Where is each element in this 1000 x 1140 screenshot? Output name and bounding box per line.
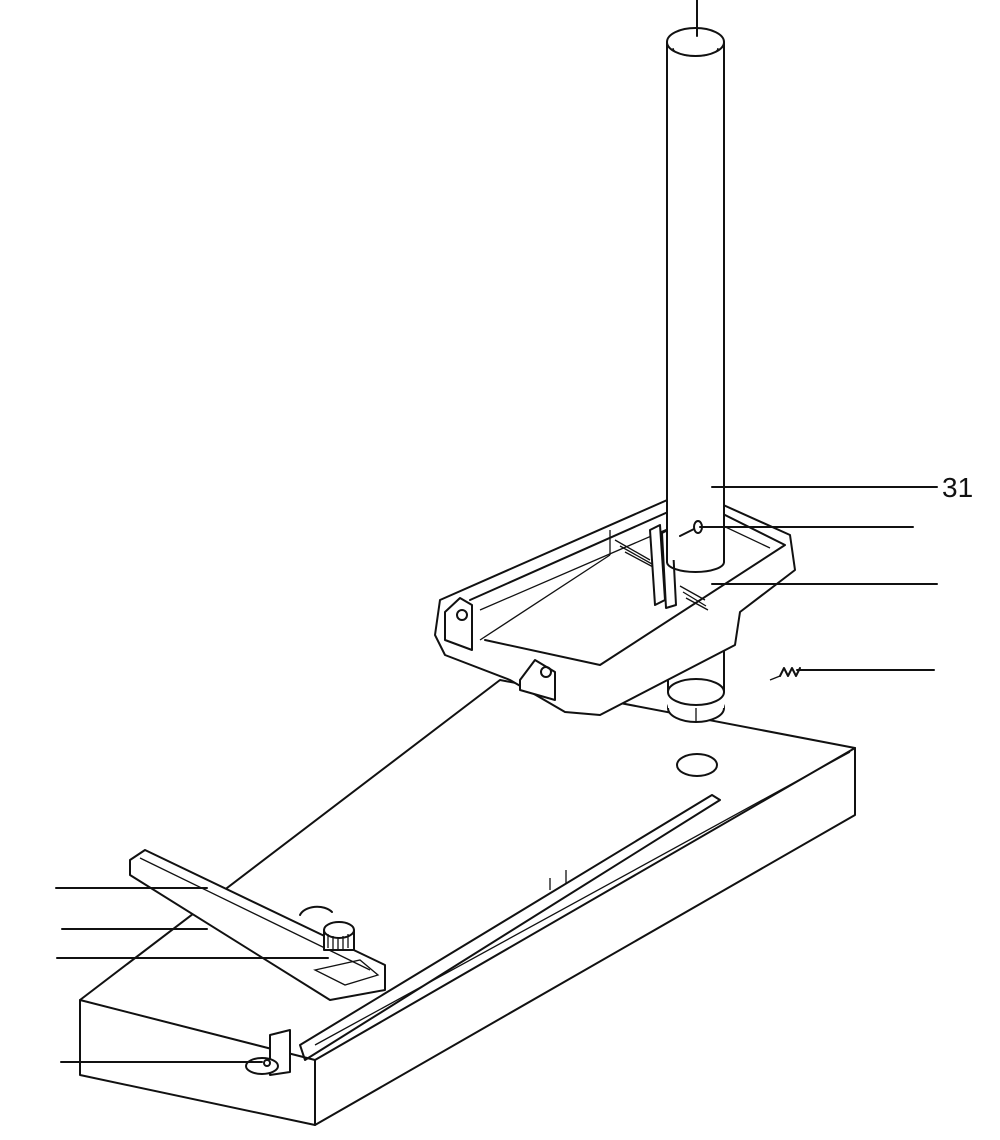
spring bbox=[769, 667, 801, 681]
callout-31: 31 bbox=[942, 472, 974, 503]
column bbox=[666, 27, 725, 573]
tray bbox=[434, 489, 796, 716]
leader-lines bbox=[55, 0, 938, 1063]
thumb-screw bbox=[323, 921, 355, 951]
brush-strip bbox=[614, 539, 709, 611]
